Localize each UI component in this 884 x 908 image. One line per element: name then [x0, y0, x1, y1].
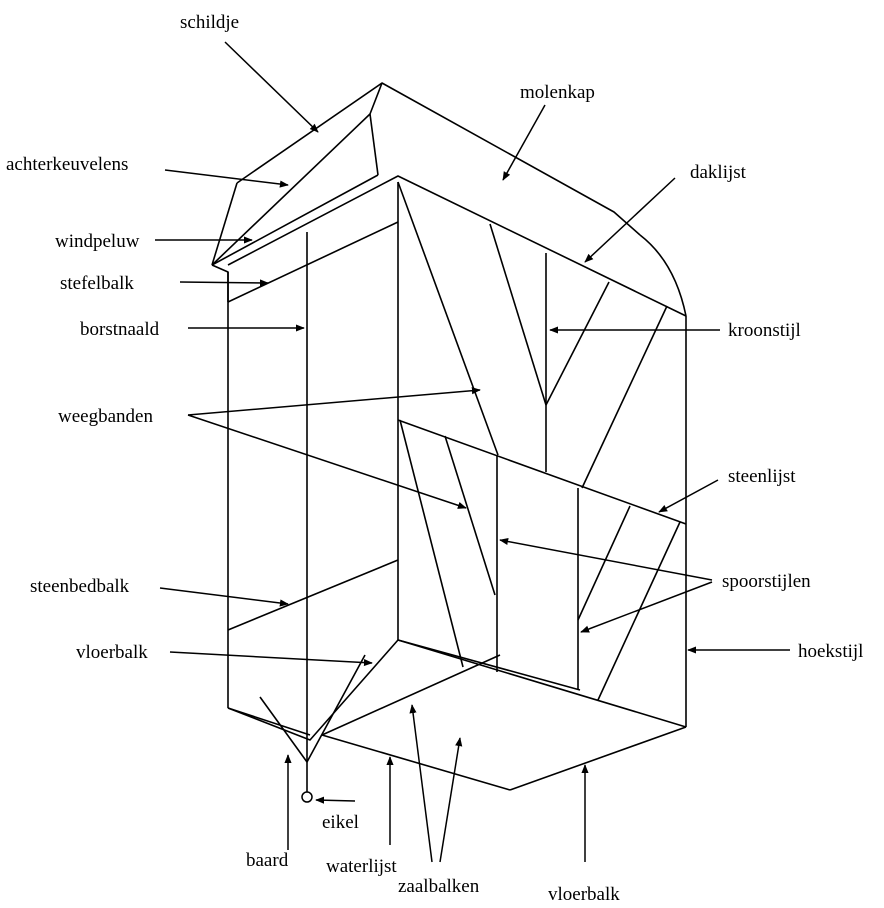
arrow-eikel	[315, 796, 356, 804]
roof-cap	[211, 82, 687, 317]
label-steenbedbalk: steenbedbalk	[30, 576, 130, 597]
arrow-zaalbalken-2	[439, 737, 463, 863]
label-baard: baard	[246, 850, 289, 871]
arrow-achterkeuvelens	[164, 169, 289, 188]
arrow-molenkap	[502, 104, 546, 181]
label-weegbanden: weegbanden	[58, 406, 153, 427]
arrow-steenlijst	[658, 479, 719, 513]
label-borstnaald: borstnaald	[80, 319, 160, 340]
label-daklijst: daklijst	[690, 162, 747, 183]
label-windpeluw: windpeluw	[55, 231, 140, 252]
label-achterkeuvelens: achterkeuvelens	[6, 154, 128, 175]
acorn-icon	[301, 791, 313, 803]
label-vloerbalk-bottom: vloerbalk	[548, 884, 620, 905]
arrow-steenbedbalk	[159, 587, 289, 607]
label-zaalbalken: zaalbalken	[398, 876, 480, 897]
arrow-spoorstijlen-2	[580, 581, 713, 633]
arrow-schildje	[224, 41, 319, 133]
arrow-daklijst	[584, 177, 676, 263]
label-molenkap: molenkap	[520, 82, 595, 103]
label-steenlijst: steenlijst	[728, 466, 796, 487]
labels: schildje molenkap achterkeuvelens daklij…	[6, 12, 863, 905]
arrow-vloerbalk-left	[169, 651, 373, 667]
label-waterlijst: waterlijst	[326, 856, 397, 877]
arrow-weegbanden-2	[187, 414, 467, 509]
arrow-zaalbalken-1	[409, 704, 433, 863]
frame-body	[227, 181, 687, 803]
arrow-stefelbalk	[179, 279, 269, 287]
label-vloerbalk-left: vloerbalk	[76, 642, 148, 663]
label-kroonstijl: kroonstijl	[728, 320, 801, 341]
leader-arrows	[155, 41, 790, 863]
label-eikel: eikel	[322, 812, 359, 833]
arrow-weegbanden-1	[187, 387, 481, 416]
arrow-spoorstijlen-1	[499, 537, 713, 581]
label-hoekstijl: hoekstijl	[798, 641, 863, 662]
label-stefelbalk: stefelbalk	[60, 273, 134, 294]
label-spoorstijlen: spoorstijlen	[722, 571, 811, 592]
label-schildje: schildje	[180, 12, 239, 33]
